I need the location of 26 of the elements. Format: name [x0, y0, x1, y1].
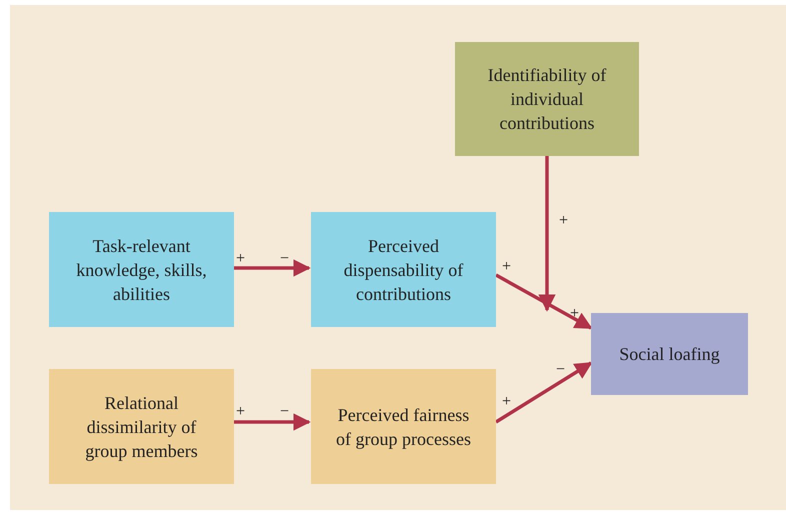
sign-label: +	[502, 259, 512, 275]
sign-label: +	[236, 251, 246, 267]
arrow	[538, 156, 556, 312]
sign-label: +	[236, 404, 246, 420]
factor-box	[311, 212, 496, 327]
sign-label: −	[556, 362, 566, 378]
box-text: Identifiability of individual contributions	[486, 64, 608, 135]
sign-label: +	[559, 213, 568, 229]
box-text: Perceived fairness of group processes	[335, 404, 472, 450]
sign-label: +	[570, 306, 580, 322]
factor-box	[49, 212, 234, 327]
factor-box	[455, 42, 639, 156]
sign-label: −	[280, 404, 290, 420]
sign-label: −	[280, 251, 290, 267]
box-text: Task-relevant knowledge, skills, abilities	[75, 234, 208, 306]
factor-box	[311, 369, 496, 484]
sign-label: +	[502, 394, 512, 410]
box-text: Perceived dispensability of contributions	[342, 234, 464, 306]
arrow	[495, 273, 593, 330]
arrow	[495, 362, 592, 424]
arrow	[234, 259, 311, 277]
arrow	[234, 413, 311, 431]
box-text: Relational dissimilarity of group members	[84, 392, 199, 462]
factor-box	[49, 369, 234, 484]
factor-box	[591, 313, 748, 395]
box-text: Social loafing	[619, 343, 720, 366]
